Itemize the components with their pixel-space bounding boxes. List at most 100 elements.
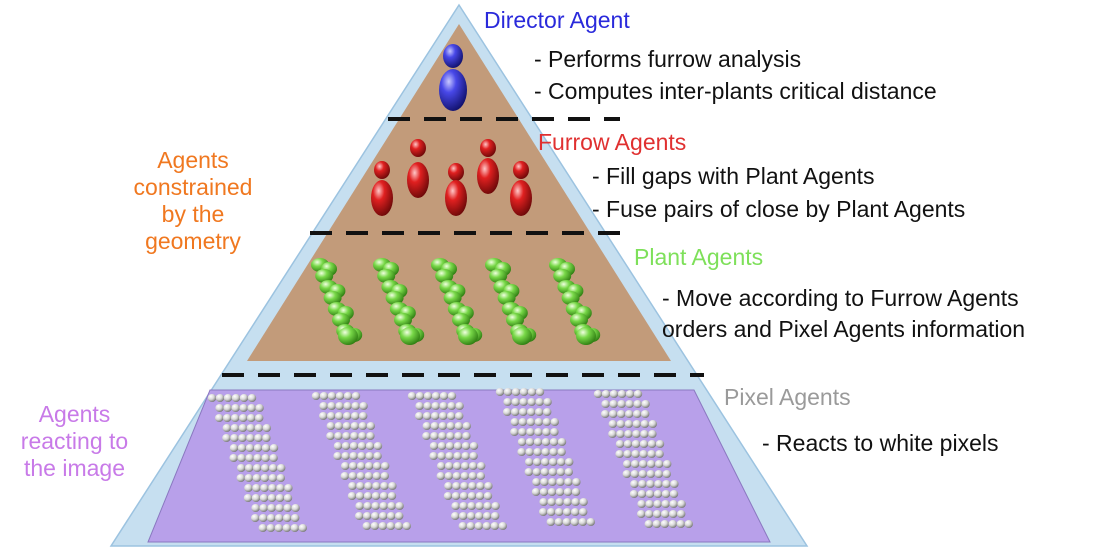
pixel-agent-icon <box>476 472 485 480</box>
pixel-agent-icon <box>461 452 470 460</box>
pixel-agent-icon <box>447 392 457 400</box>
furrow-agent-body-icon <box>477 158 499 194</box>
pixel-agent-icon <box>540 468 549 476</box>
pixel-agent-icon <box>451 512 460 520</box>
pixel-agent-icon <box>443 492 453 500</box>
reacting-line-2: reacting to <box>20 428 129 454</box>
pixel-agent-icon <box>364 472 373 480</box>
pixel-agent-icon <box>269 454 278 462</box>
pixel-agent-icon <box>550 428 559 436</box>
pixel-agent-icon <box>223 404 232 412</box>
pixel-agent-icon <box>261 444 271 452</box>
pixel-agent-icon <box>223 394 233 402</box>
pixel-agent-icon <box>638 480 647 488</box>
pixel-agent-icon <box>482 522 491 530</box>
pixel-agent-icon <box>557 458 566 466</box>
pixel-agent-icon <box>631 460 640 468</box>
pixel-agent-icon <box>445 452 454 460</box>
pixel-agent-icon <box>452 472 461 480</box>
plant-agent-icon <box>315 269 334 283</box>
pixel-agent-icon <box>616 420 625 428</box>
reacting-line-1: Agents <box>38 401 111 427</box>
pixel-agent-icon <box>617 410 626 418</box>
plant-agent-icon <box>338 327 358 345</box>
pixel-agent-icon <box>276 484 285 492</box>
pixel-agent-icon <box>283 514 292 522</box>
pixel-agent-icon <box>394 522 403 530</box>
pixel-agent-icon <box>423 392 433 400</box>
pixel-agent-icon <box>363 502 372 510</box>
pixel-agent-icon <box>676 520 685 528</box>
pixel-agent-icon <box>454 432 463 440</box>
pixel-agent-icon <box>641 410 650 418</box>
pixel-agent-icon <box>617 400 626 408</box>
pixel-agent-icon <box>543 398 552 406</box>
pixel-agent-icon <box>623 440 633 448</box>
pixel-agent-icon <box>356 482 365 490</box>
pixel-agent-icon <box>483 502 492 510</box>
pixel-agent-icon <box>542 428 551 436</box>
pixel-agent-icon <box>291 504 300 512</box>
pixel-agent-icon <box>422 422 431 430</box>
pixel-agent-icon <box>333 442 343 450</box>
pixel-agent-icon <box>633 390 643 398</box>
pixel-agent-icon <box>532 468 541 476</box>
pixel-agent-icon <box>239 394 249 402</box>
pixel-agent-icon <box>525 438 535 446</box>
pixel-agent-icon <box>503 388 513 396</box>
pixel-agent-icon <box>632 430 641 438</box>
pixel-agent-icon <box>475 502 484 510</box>
pixel-agent-icon <box>609 410 618 418</box>
pixel-agent-icon <box>387 492 397 500</box>
pixel-agent-icon <box>334 422 343 430</box>
plant-agent-icon <box>400 327 420 345</box>
pixel-agent-icon <box>247 394 257 402</box>
pixel-agent-icon <box>653 500 662 508</box>
pixel-agent-icon <box>454 422 463 430</box>
pixel-agent-icon <box>254 424 263 432</box>
pixel-agent-icon <box>387 502 396 510</box>
furrow-agents-title: Furrow Agents <box>538 129 687 155</box>
pixel-agent-icon <box>461 442 471 450</box>
furrow-agent-body-icon <box>407 162 429 198</box>
pixel-agent-icon <box>359 402 368 410</box>
pixel-agent-icon <box>378 522 387 530</box>
pixel-agent-icon <box>261 454 270 462</box>
pixel-agent-icon <box>266 524 275 532</box>
pixel-agent-icon <box>437 452 446 460</box>
pixel-agent-icon <box>386 522 395 530</box>
pixel-agent-icon <box>327 402 336 410</box>
pixel-agent-icon <box>343 412 352 420</box>
pixel-agent-icon <box>246 424 255 432</box>
pixel-agent-icon <box>669 490 679 498</box>
pixel-agent-icon <box>609 390 619 398</box>
pixel-agent-icon <box>239 404 248 412</box>
pixel-agent-icon <box>341 452 350 460</box>
pixel-agent-icon <box>571 508 580 516</box>
constrained-line-4: geometry <box>145 228 241 254</box>
pixel-agent-icon <box>372 482 381 490</box>
pixel-agent-icon <box>371 492 381 500</box>
pixel-agent-icon <box>451 492 461 500</box>
pixel-agent-icon <box>444 482 453 490</box>
pixel-agents-icons <box>207 388 693 532</box>
pixel-agent-icon <box>215 414 224 422</box>
pixel-agent-icon <box>229 454 238 462</box>
pixel-agent-icon <box>222 434 231 442</box>
pixel-agent-icon <box>439 392 449 400</box>
pixel-agent-icon <box>268 474 277 482</box>
pixel-agent-icon <box>647 450 656 458</box>
pixel-agent-icon <box>510 418 519 426</box>
constrained-line-3: by the <box>161 201 225 227</box>
pixel-agent-icon <box>498 522 507 530</box>
director-agent-title: Director Agent <box>484 7 630 33</box>
pixel-agent-icon <box>327 392 337 400</box>
pixel-agent-icon <box>652 520 661 528</box>
pixel-agent-icon <box>483 492 493 500</box>
pixel-agent-icon <box>637 510 646 518</box>
plant-agent-icon <box>489 269 508 283</box>
pixel-agent-icon <box>349 452 358 460</box>
pixel-agent-icon <box>423 402 432 410</box>
furrow-agent-head-icon <box>410 139 426 157</box>
pixel-agent-icon <box>430 432 439 440</box>
